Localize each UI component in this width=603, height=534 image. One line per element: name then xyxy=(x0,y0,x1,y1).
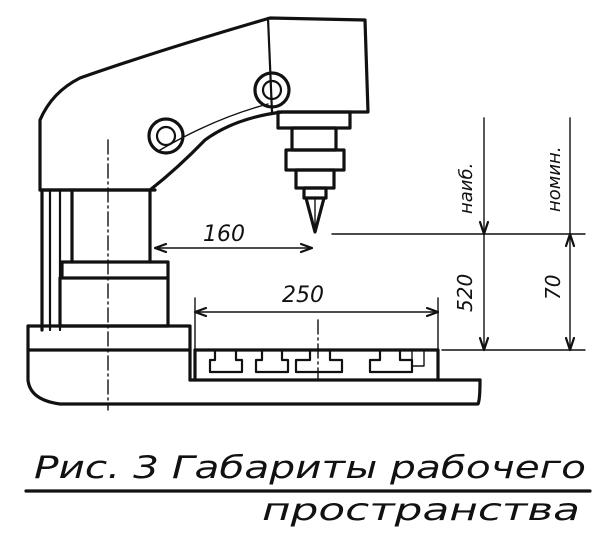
press-column xyxy=(38,188,170,332)
caption-line-1: Рис. 3 Габариты рабочего xyxy=(34,450,586,486)
t-slot-table xyxy=(188,348,440,382)
caption: Рис. 3 Габариты рабочего пространства xyxy=(24,450,592,528)
nominal-label: номин. xyxy=(544,146,565,212)
max-label: наиб. xyxy=(456,163,477,214)
upper-pivot-icon xyxy=(253,71,291,109)
dimension-160-label: 160 xyxy=(203,222,245,247)
dimension-250: 250 xyxy=(193,283,440,351)
caption-line-2: пространства xyxy=(262,493,580,528)
spindle xyxy=(276,110,352,234)
dimension-160: 160 xyxy=(153,222,314,254)
dimension-520-label: 520 xyxy=(453,274,477,312)
centerlines xyxy=(107,139,319,411)
lower-pivot-icon xyxy=(147,117,185,155)
dimension-70-label: 70 xyxy=(541,275,565,300)
press-frame xyxy=(38,16,370,192)
dimension-heights: 520 70 наиб. номин. xyxy=(331,117,586,352)
dimension-250-label: 250 xyxy=(282,283,324,308)
